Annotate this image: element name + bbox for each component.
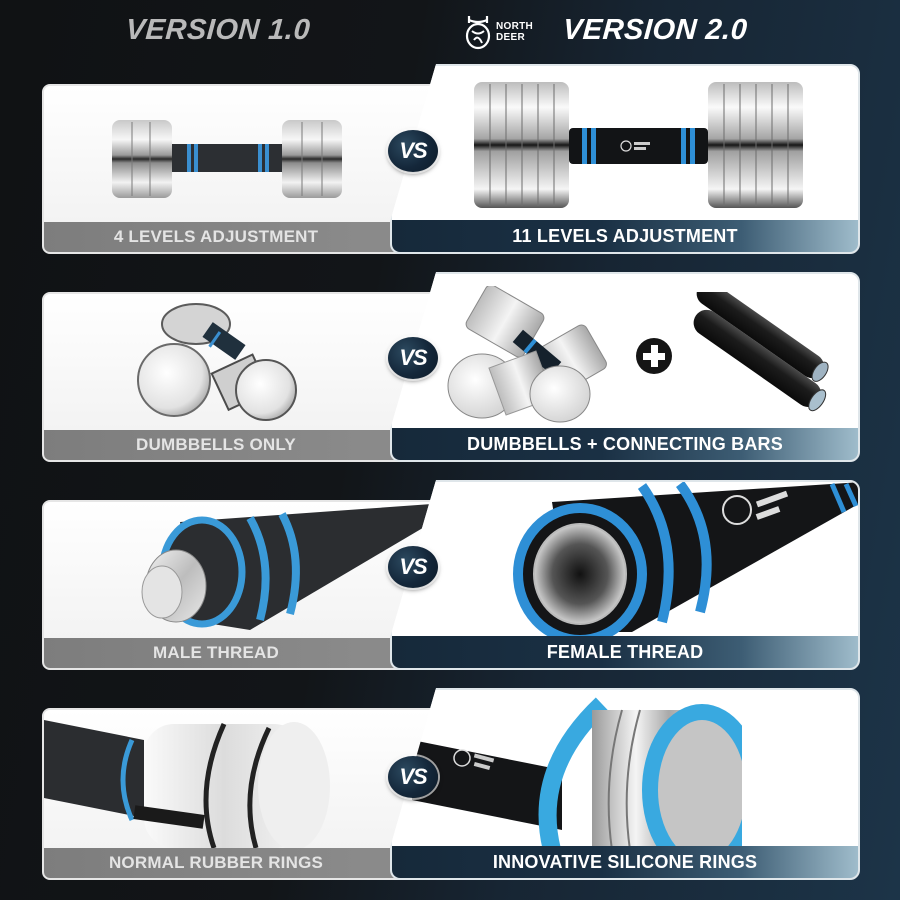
row1-version2-label: 11 LEVELS ADJUSTMENT [392,220,858,252]
row4-version1-label: NORMAL RUBBER RINGS [108,853,324,872]
brand-name-line1: NORTH [496,21,534,32]
plus-icon [636,338,672,374]
vs-badge-row4: VS [388,756,438,798]
handle-female-thread-image [392,482,858,636]
plate-with-silicone-rings-image [392,690,858,846]
brand-name-line2: DEER [496,32,525,43]
row4-version2-card: INNOVATIVE SILICONE RINGS [390,688,860,880]
deer-head-logo-icon [465,16,491,50]
version-2-title: VERSION 2.0 [561,14,749,46]
version-1-title: VERSION 1.0 [124,14,312,46]
brand-logo: NORTH DEER [463,14,553,50]
vs-badge-row1: VS [388,130,438,172]
large-chrome-dumbbell-image [392,66,858,220]
vs-badge-row3: VS [388,546,438,588]
row2-version2-label: DUMBBELLS + CONNECTING BARS [392,428,858,460]
row4-version2-label: INNOVATIVE SILICONE RINGS [392,846,858,878]
dumbbell-pair-plus-bars-image [392,274,858,428]
vs-badge-row2: VS [388,337,438,379]
row2-version2-card: DUMBBELLS + CONNECTING BARS [390,272,860,462]
row2-version1-label: DUMBBELLS ONLY [136,435,296,454]
row3-version2-label: FEMALE THREAD [392,636,858,668]
row3-version1-label: MALE THREAD [153,643,279,662]
row1-version2-card: 11 LEVELS ADJUSTMENT [390,64,860,254]
row3-version2-card: FEMALE THREAD [390,480,860,670]
row1-version1-label: 4 LEVELS ADJUSTMENT [113,227,319,246]
